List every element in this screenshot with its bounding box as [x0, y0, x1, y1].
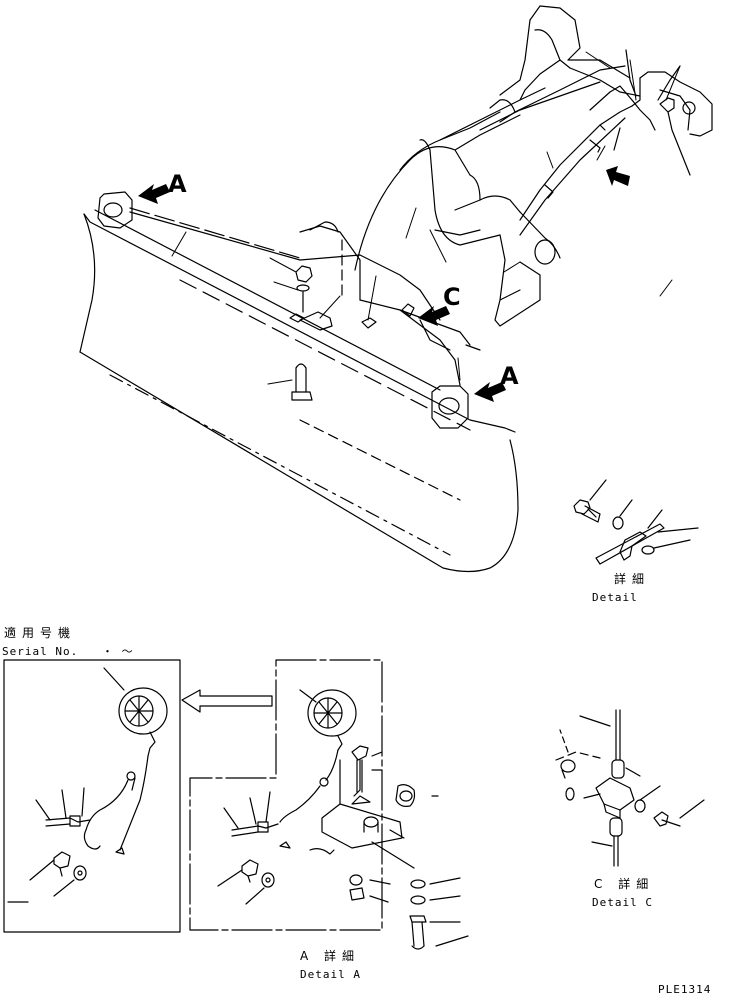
- arrow-right-frame-icon: [606, 166, 630, 186]
- detail-c-jp-label: C 詳細: [594, 876, 654, 891]
- detail-c-drawing: [556, 710, 704, 866]
- blade-mount-hardware: [290, 266, 414, 400]
- serial-box-drawing: [4, 660, 180, 932]
- callout-a-upper: A: [168, 170, 187, 198]
- callout-a-lower: A: [500, 362, 519, 390]
- main-leader-lines: [172, 52, 680, 384]
- detail-a-jp-label: A 詳細: [300, 948, 360, 963]
- detail-a-en-label: Detail A: [300, 968, 361, 981]
- detail-upper-en-label: Detail: [592, 591, 638, 604]
- dozer-blade-assembly: [80, 6, 712, 572]
- detail-upper-right-drawing: [574, 480, 698, 564]
- serial-jp-label: 適用号機: [4, 625, 76, 640]
- arrow-a-right-icon: [474, 382, 506, 402]
- drawing-code: PLE1314: [658, 983, 711, 995]
- arrow-c-icon: [418, 306, 450, 326]
- callout-arrows: [138, 166, 630, 402]
- serial-range: ・ ～: [102, 645, 134, 658]
- detail-c-en-label: Detail C: [592, 896, 653, 909]
- text-labels: A A C 詳細 Detail 適用号機 Serial No. ・ ～ A 詳細…: [2, 170, 711, 995]
- callout-c: C: [443, 283, 461, 311]
- detail-a-drawing: [190, 660, 468, 949]
- serial-en-label: Serial No.: [2, 645, 78, 658]
- arrow-a-left-icon: [138, 184, 170, 204]
- detail-upper-jp-label: 詳細: [614, 571, 650, 586]
- transition-arrow-icon: [182, 690, 272, 712]
